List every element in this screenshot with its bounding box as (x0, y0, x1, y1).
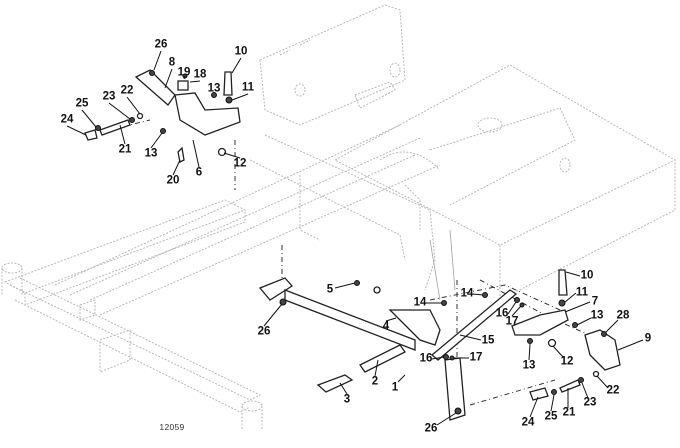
nut-14b (482, 292, 488, 298)
nut-28 (601, 331, 607, 337)
callout-13[interactable]: 13 (207, 82, 221, 95)
plate-4 (388, 309, 441, 346)
clevis-22b (592, 370, 600, 378)
callout-14[interactable]: 14 (460, 287, 474, 300)
callout-25[interactable]: 25 (544, 410, 558, 423)
bolt-13c (572, 322, 578, 328)
lower-linkage-assembly (258, 269, 621, 421)
callout-21[interactable]: 21 (118, 143, 132, 156)
callout-15[interactable]: 15 (481, 334, 495, 347)
callout-24[interactable]: 24 (60, 113, 74, 126)
handle-10b (558, 269, 568, 296)
callout-26[interactable]: 26 (154, 38, 168, 51)
arm-left (258, 277, 293, 301)
rod-21a (99, 119, 131, 136)
bolt-16b (443, 354, 449, 360)
callout-19[interactable]: 19 (177, 66, 191, 79)
callout-23[interactable]: 23 (102, 90, 116, 103)
nut-26a (149, 70, 155, 76)
callout-26[interactable]: 26 (424, 422, 438, 435)
pad-3 (316, 374, 354, 393)
pedal-9 (584, 329, 621, 371)
figure-number: 12059 (159, 422, 185, 432)
washer-11b (558, 299, 566, 307)
callout-21[interactable]: 21 (562, 406, 576, 419)
callout-23[interactable]: 23 (583, 396, 597, 409)
callout-1[interactable]: 1 (391, 381, 399, 394)
upper-control-assembly (84, 69, 241, 163)
callout-10[interactable]: 10 (234, 45, 248, 58)
callout-9[interactable]: 9 (644, 332, 652, 345)
callout-13[interactable]: 13 (590, 309, 604, 322)
chassis-frame (1, 4, 677, 430)
clevis-22a (136, 112, 144, 120)
bolt-16a (514, 297, 520, 303)
bolt-13a (211, 92, 217, 98)
callout-24[interactable]: 24 (521, 416, 535, 429)
bolt-5 (354, 280, 360, 286)
nut-26c (454, 407, 462, 415)
clevis-24b (529, 387, 549, 401)
callout-22[interactable]: 22 (606, 384, 620, 397)
pin-17b (449, 355, 455, 361)
callout-28[interactable]: 28 (616, 309, 630, 322)
spacer-5 (373, 286, 381, 294)
callout-20[interactable]: 20 (166, 174, 180, 187)
nut-23a (129, 117, 135, 123)
callout-4[interactable]: 4 (382, 320, 390, 333)
washer-11a (225, 96, 233, 104)
callout-11[interactable]: 11 (241, 81, 255, 94)
callout-12[interactable]: 12 (560, 355, 574, 368)
callout-8[interactable]: 8 (168, 56, 176, 69)
callout-13[interactable]: 13 (144, 147, 158, 160)
handle-10a (223, 71, 233, 96)
callout-17[interactable]: 17 (469, 351, 483, 364)
callout-22[interactable]: 22 (120, 84, 134, 97)
nut-26b (279, 298, 287, 306)
shaft-1 (284, 289, 416, 351)
callout-18[interactable]: 18 (193, 68, 207, 81)
bar-2 (359, 344, 406, 373)
callout-3[interactable]: 3 (343, 393, 351, 406)
callout-6[interactable]: 6 (195, 166, 203, 179)
rod-21b (559, 379, 581, 393)
bolt-20 (177, 146, 185, 163)
callout-5[interactable]: 5 (326, 283, 334, 296)
bracket-7 (511, 309, 569, 336)
nut-12b (547, 338, 557, 348)
callout-12[interactable]: 12 (233, 157, 247, 170)
bolt-13b (160, 128, 166, 134)
callout-7[interactable]: 7 (591, 295, 599, 308)
callout-13[interactable]: 13 (522, 359, 536, 372)
callout-16[interactable]: 16 (495, 307, 509, 320)
bolt-13d (527, 338, 533, 344)
callout-16[interactable]: 16 (419, 352, 433, 365)
nut-25a (95, 125, 101, 131)
bracket-6 (174, 92, 241, 136)
callout-10[interactable]: 10 (580, 269, 594, 282)
bracket-8 (134, 69, 176, 106)
leader-lines (66, 50, 644, 426)
nut-12a (217, 147, 227, 157)
callout-11[interactable]: 11 (575, 286, 589, 299)
nut-14a (441, 300, 447, 306)
clevis-24a (84, 129, 98, 141)
callout-26[interactable]: 26 (257, 325, 271, 338)
callout-14[interactable]: 14 (413, 296, 427, 309)
nut-25b (551, 389, 557, 395)
callout-25[interactable]: 25 (75, 97, 89, 110)
callout-2[interactable]: 2 (371, 375, 379, 388)
callout-17[interactable]: 17 (505, 315, 519, 328)
arm-1-right (444, 357, 466, 421)
block-18 (177, 80, 189, 91)
